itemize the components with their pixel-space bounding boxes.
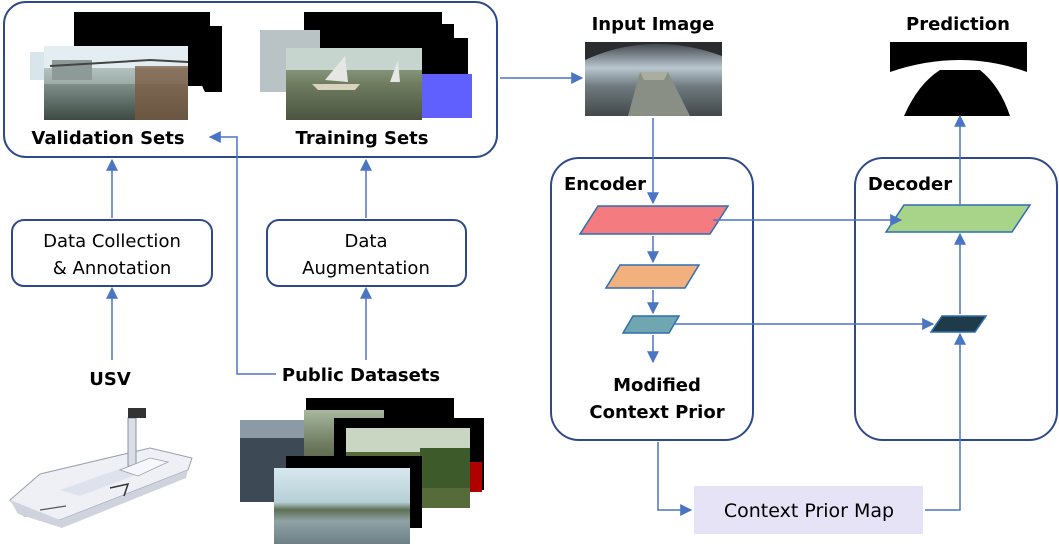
validation-sets-label: Validation Sets bbox=[31, 128, 184, 149]
decoder-label: Decoder bbox=[868, 174, 952, 195]
modified-label-line1: Modified bbox=[613, 375, 701, 396]
data-collection-label-line1: Data Collection bbox=[43, 231, 181, 252]
prediction-label: Prediction bbox=[906, 14, 1010, 35]
usv-label: USV bbox=[89, 369, 131, 390]
context-prior-map-box bbox=[694, 486, 923, 534]
modified-label-line2: Context Prior bbox=[589, 402, 724, 423]
data-augmentation-box bbox=[266, 219, 467, 287]
input-image bbox=[585, 42, 722, 116]
decoder-box bbox=[854, 157, 1058, 441]
data-collection-box bbox=[11, 219, 213, 287]
decoder-feature-1 bbox=[884, 204, 1032, 233]
encoder-label: Encoder bbox=[564, 174, 646, 195]
public-datasets-images bbox=[240, 398, 484, 544]
validation-sets-images bbox=[30, 12, 222, 120]
context-prior-map-label: Context Prior Map bbox=[724, 500, 894, 522]
prediction-mask-image bbox=[890, 42, 1027, 116]
encoder-feature-1 bbox=[578, 205, 730, 235]
decoder-feature-2 bbox=[929, 315, 988, 333]
arrow-public-to-validation bbox=[208, 131, 276, 375]
training-sets-label: Training Sets bbox=[296, 128, 429, 149]
public-datasets-label: Public Datasets bbox=[282, 365, 440, 386]
encoder-box bbox=[550, 157, 754, 441]
data-augmentation-label-line2: Augmentation bbox=[302, 258, 430, 279]
data-augmentation-label-line1: Data bbox=[345, 231, 388, 252]
training-sets-images bbox=[260, 12, 472, 120]
data-collection-label-line2: & Annotation bbox=[53, 258, 171, 279]
arrow-cpm-to-decoder bbox=[925, 332, 966, 511]
arrow-encoder-to-cpm bbox=[657, 442, 693, 516]
input-image-label: Input Image bbox=[592, 14, 715, 35]
encoder-feature-2 bbox=[604, 264, 701, 289]
encoder-feature-3 bbox=[621, 315, 681, 334]
usv-boat-image bbox=[9, 408, 193, 528]
